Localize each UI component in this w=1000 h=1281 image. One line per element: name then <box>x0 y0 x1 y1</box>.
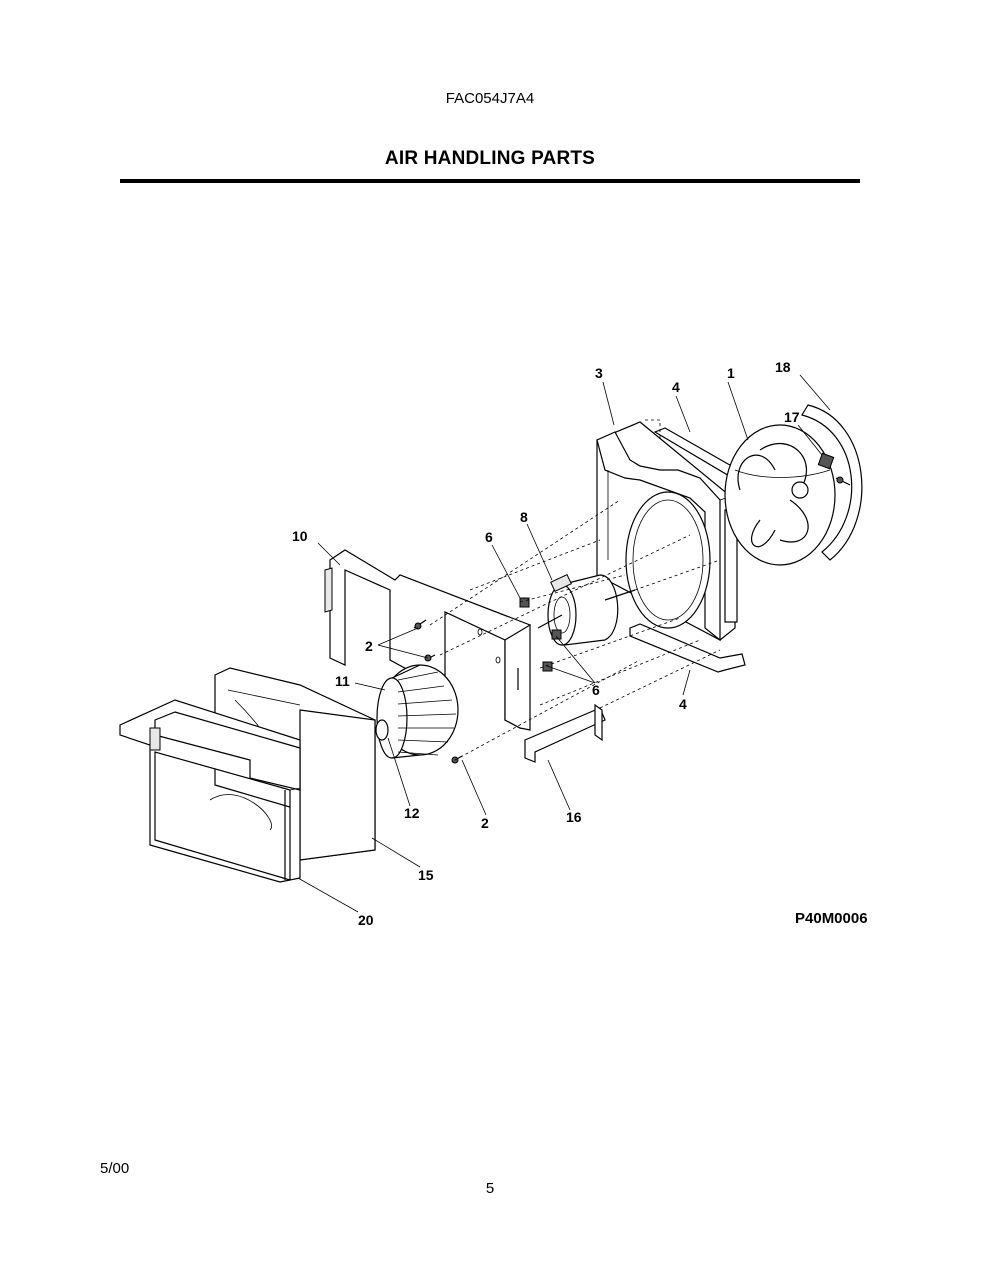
callout-4-upper: 4 <box>672 379 680 395</box>
nut-part-6-upper <box>519 597 530 608</box>
fan-blade-part-1 <box>724 424 836 566</box>
fan-motor-part-8 <box>537 559 721 646</box>
drain-bracket-part-16 <box>524 703 606 763</box>
callout-15: 15 <box>418 867 434 883</box>
callout-8: 8 <box>520 509 528 525</box>
callout-2-lower: 2 <box>481 815 489 831</box>
slinger-ring-part-18 <box>801 404 863 561</box>
callout-18: 18 <box>775 359 791 375</box>
callout-2-upper: 2 <box>365 638 373 654</box>
title-rule <box>120 179 860 183</box>
page-number: 5 <box>485 1180 495 1197</box>
drawing-code: P40M0006 <box>795 910 868 927</box>
callout-6-upper: 6 <box>485 529 493 545</box>
lower-bracket-part-4 <box>629 623 746 673</box>
blower-wheel-part-11 <box>376 664 459 759</box>
model-number: FAC054J7A4 <box>445 90 535 107</box>
callout-1: 1 <box>727 365 735 381</box>
blower-hub-part-12 <box>375 719 389 741</box>
callout-17: 17 <box>784 409 800 425</box>
revision-date: 5/00 <box>100 1160 130 1177</box>
callout-10: 10 <box>292 528 308 544</box>
callout-12: 12 <box>404 805 420 821</box>
front-duct-part-20 <box>119 699 301 883</box>
leader-lines <box>297 374 831 913</box>
callout-11: 11 <box>335 673 350 689</box>
callout-6-lower: 6 <box>592 682 600 698</box>
callout-16: 16 <box>566 809 582 825</box>
callout-3: 3 <box>595 365 603 381</box>
callout-4-lower: 4 <box>679 696 687 712</box>
assembly-lines <box>429 499 721 761</box>
blower-scroll-part-10 <box>324 549 531 731</box>
nut-part-6-lower-a <box>551 629 562 640</box>
fan-nut-part-17 <box>817 452 851 486</box>
screw-part-2-upper <box>413 619 427 630</box>
fan-shroud-part-3 <box>596 421 738 642</box>
callout-20: 20 <box>358 912 374 928</box>
page-title: AIR HANDLING PARTS <box>384 148 596 169</box>
